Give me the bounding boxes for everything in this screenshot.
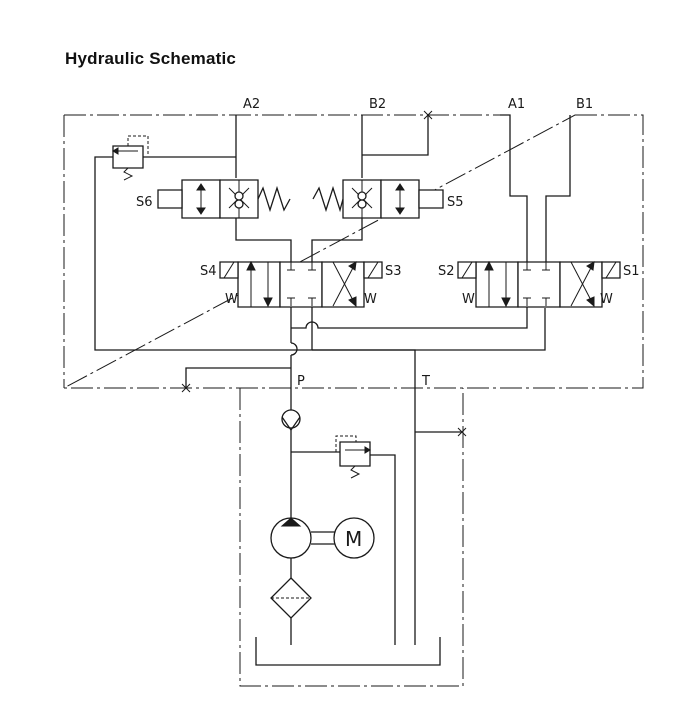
pump-motor-unit [271, 517, 374, 578]
spring-marks: W W W W [225, 292, 613, 307]
pump-check-valve [282, 410, 300, 518]
directional-valve-s3-s4 [220, 260, 382, 307]
spring-mark-s4: W [225, 292, 238, 307]
port-label-p: P [297, 374, 305, 389]
port-label-t: T [421, 374, 430, 389]
motor-label: M [345, 527, 362, 551]
system-relief-valve [291, 436, 395, 645]
port-label-b1: B1 [576, 97, 593, 112]
solenoid-label-s3: S3 [385, 264, 402, 279]
port-label-a2: A2 [243, 97, 260, 112]
spring-mark-s1: W [600, 292, 613, 307]
port-label-b2: B2 [369, 97, 386, 112]
pilot-relief-valve [95, 136, 545, 350]
directional-valve-s1-s2 [458, 260, 620, 307]
suction-filter [270, 577, 312, 645]
pressure-tank-galleries [182, 307, 527, 645]
port-labels: A2 B2 A1 B1 P T [243, 97, 593, 389]
reservoir-tank [256, 637, 440, 665]
port-label-a1: A1 [508, 97, 525, 112]
actuator-2-lines [236, 111, 432, 178]
solenoid-label-s4: S4 [200, 264, 217, 279]
actuator-1-lines [500, 115, 570, 262]
solenoid-labels: S6 S5 S4 S3 S2 S1 [136, 195, 640, 279]
solenoid-label-s5: S5 [447, 195, 464, 210]
spring-mark-s3: W [364, 292, 377, 307]
manifold-boundary [64, 115, 643, 388]
check-valve-s5 [312, 180, 443, 262]
spring-mark-s2: W [462, 292, 475, 307]
solenoid-label-s1: S1 [623, 264, 640, 279]
solenoid-label-s6: S6 [136, 195, 153, 210]
page-title: Hydraulic Schematic [65, 49, 237, 68]
check-valve-s6 [158, 180, 291, 262]
solenoid-label-s2: S2 [438, 264, 455, 279]
motor-circle [334, 518, 374, 558]
power-unit-boundary [240, 388, 463, 686]
